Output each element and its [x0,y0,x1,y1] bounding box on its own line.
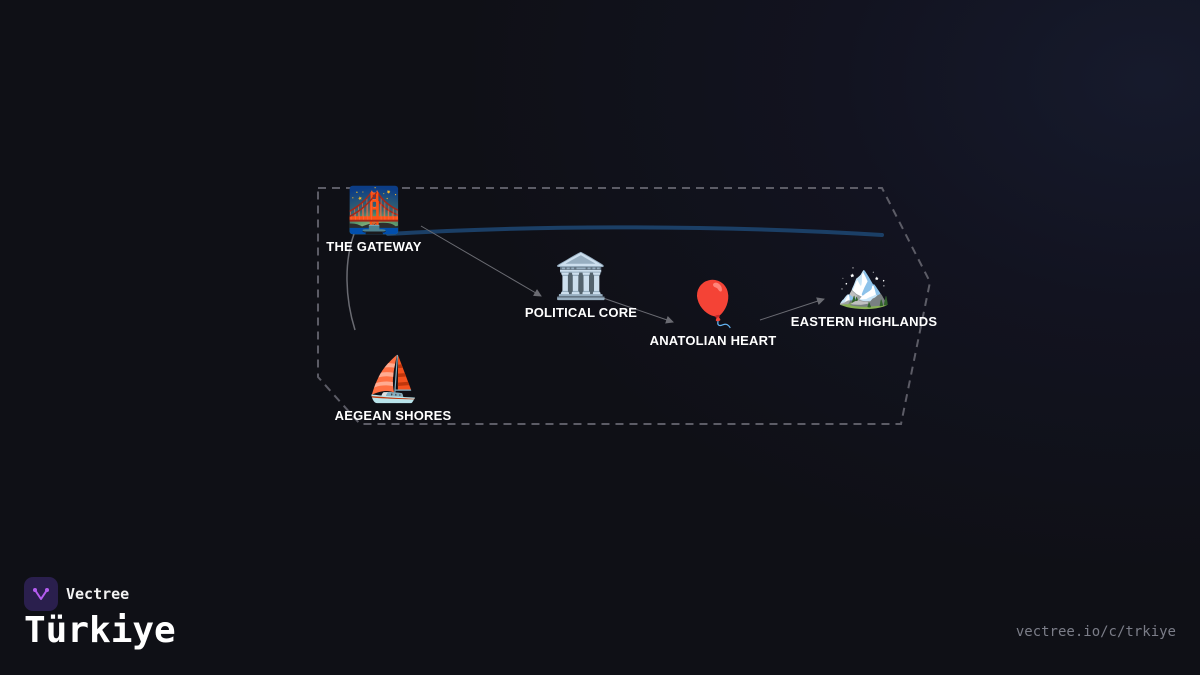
page-url[interactable]: vectree.io/c/trkiye [1015,624,1176,640]
country-title: Türkiye [24,610,176,651]
snow-capped-mountain-icon: 🏔️ [836,260,892,311]
connection-political-anatolian [602,297,674,324]
node-label: THE GATEWAY [326,239,422,254]
node-eastern-highlands[interactable]: 🏔️ EASTERN HIGHLANDS [790,260,938,330]
balloon-icon: 🎈 [685,279,741,330]
brand: Vectree [24,577,129,611]
connection-gateway-aegean [346,233,356,331]
node-label: ANATOLIAN HEART [649,333,777,348]
node-the-gateway[interactable]: 🌉 THE GATEWAY [326,185,422,255]
connection-gateway-political [420,225,542,297]
connection-anatolian-eastern [759,297,825,321]
node-label: EASTERN HIGHLANDS [790,314,938,329]
vectree-logo-icon [24,577,58,611]
bridge-at-night-icon: 🌉 [346,185,402,236]
node-anatolian-heart[interactable]: 🎈 ANATOLIAN HEART [649,279,777,349]
brand-name: Vectree [66,585,130,603]
node-aegean-shores[interactable]: ⛵ AEGEAN SHORES [334,354,452,424]
node-label: AEGEAN SHORES [334,408,452,423]
node-label: POLITICAL CORE [524,305,638,320]
route-line [386,225,884,237]
classical-building-icon: 🏛️ [553,251,609,302]
sailboat-icon: ⛵ [365,354,421,405]
country-outline [317,187,932,425]
node-political-core[interactable]: 🏛️ POLITICAL CORE [524,251,638,321]
